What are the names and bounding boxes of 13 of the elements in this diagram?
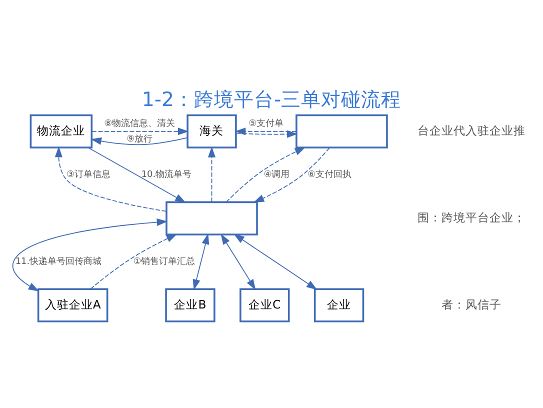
label: 围：跨境平台企业； — [418, 210, 526, 224]
edge-label: ③订单信息 — [66, 170, 111, 180]
label: 者：风信子 — [442, 297, 502, 312]
edge-label: ⑨放行 — [126, 134, 153, 144]
edge-label: ⑧物流信息、清关 — [104, 119, 176, 130]
edge-label: ⑥支付回执 — [308, 170, 352, 180]
edge-label: ①销售订单汇总 — [133, 257, 196, 268]
edge-label: 10.物流单号 — [141, 170, 192, 180]
edge-label: 11.快递单号回传商城 — [15, 257, 102, 268]
edge-label: ④调用 — [264, 170, 290, 180]
diagram-title: 1-2：跨境平台-三单对碰流程 — [142, 88, 402, 111]
edge-label: ⑤支付单 — [248, 119, 284, 130]
label: 台企业代入驻企业推 — [418, 123, 526, 138]
